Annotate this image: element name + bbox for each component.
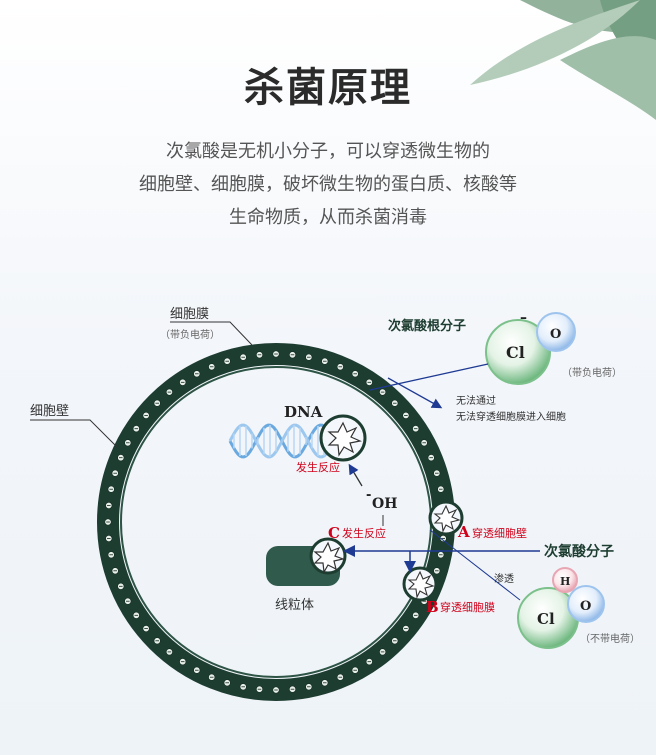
step-c-letter: C: [328, 524, 340, 542]
atom-o-label: O: [580, 599, 591, 614]
membrane-negative-charges: [104, 350, 448, 694]
dna-helix: DNA 发生反应: [228, 403, 367, 474]
hypochlorite-note: （带负电荷）: [562, 366, 622, 379]
hydroxide-label: OH: [372, 496, 397, 512]
atom-cl-label: Cl: [506, 343, 525, 362]
step-a-label: 穿透细胞壁: [472, 526, 527, 540]
site-b: B 穿透细胞膜: [402, 566, 495, 616]
hocl-molecule: 次氯酸分子 渗透 Cl O H （不带电荷）: [494, 543, 640, 649]
step-b-label: 穿透细胞膜: [440, 600, 495, 614]
membrane-label: 细胞膜: [170, 307, 209, 322]
mitochondria: 线粒体: [266, 537, 347, 613]
hocl-title: 次氯酸分子: [544, 543, 614, 560]
hocl-arrows: [343, 529, 540, 601]
blocked-label-2: 无法穿透细胞膜进入细胞: [456, 410, 566, 423]
membrane-note: （带负电荷）: [160, 328, 220, 341]
hocl-note: （不带电荷）: [580, 632, 640, 645]
hydroxide-group: OH - C 发生反应: [328, 463, 397, 542]
burst-icon: [327, 421, 362, 457]
step-b-letter: B: [426, 598, 439, 616]
burst-icon: [407, 570, 435, 599]
description: 次氯酸是无机小分子，可以穿透微生物的 细胞壁、细胞膜，破坏微生物的蛋白质、核酸等…: [90, 135, 566, 234]
wall-label-group: 细胞壁: [30, 404, 119, 449]
step-c-label: 发生反应: [342, 526, 386, 540]
wall-label: 细胞壁: [30, 404, 69, 419]
osmosis-label: 渗透: [494, 572, 514, 585]
description-line: 生命物质，从而杀菌消毒: [229, 207, 427, 228]
atom-cl-label: Cl: [537, 610, 555, 628]
step-a-letter: A: [457, 523, 470, 541]
site-a: A 穿透细胞壁: [428, 500, 527, 541]
blocked-label-1: 无法通过: [456, 394, 496, 407]
dna-label: DNA: [284, 403, 323, 421]
page-title: 杀菌原理: [244, 65, 412, 111]
hypochlorite-molecule: 次氯酸根分子 – Cl O （带负电荷） 无法通过 无法穿透细胞膜进入细胞: [369, 310, 622, 423]
atom-o-label: O: [550, 327, 561, 342]
hypochlorite-charge: –: [520, 310, 527, 326]
description-line: 细胞壁、细胞膜，破坏微生物的蛋白质、核酸等: [139, 174, 517, 195]
burst-icon: [313, 541, 346, 574]
hypochlorite-title: 次氯酸根分子: [388, 318, 466, 334]
cell: [97, 343, 455, 701]
atom-h-label: H: [560, 575, 570, 588]
mitochondria-label: 线粒体: [275, 598, 314, 613]
leaf-decoration: [470, 0, 656, 120]
burst-icon: [433, 504, 461, 533]
description-line: 次氯酸是无机小分子，可以穿透微生物的: [166, 141, 490, 162]
hydroxide-charge: -: [366, 488, 371, 503]
membrane-label-group: 细胞膜 （带负电荷）: [160, 307, 253, 346]
dna-reaction-label: 发生反应: [296, 460, 340, 474]
